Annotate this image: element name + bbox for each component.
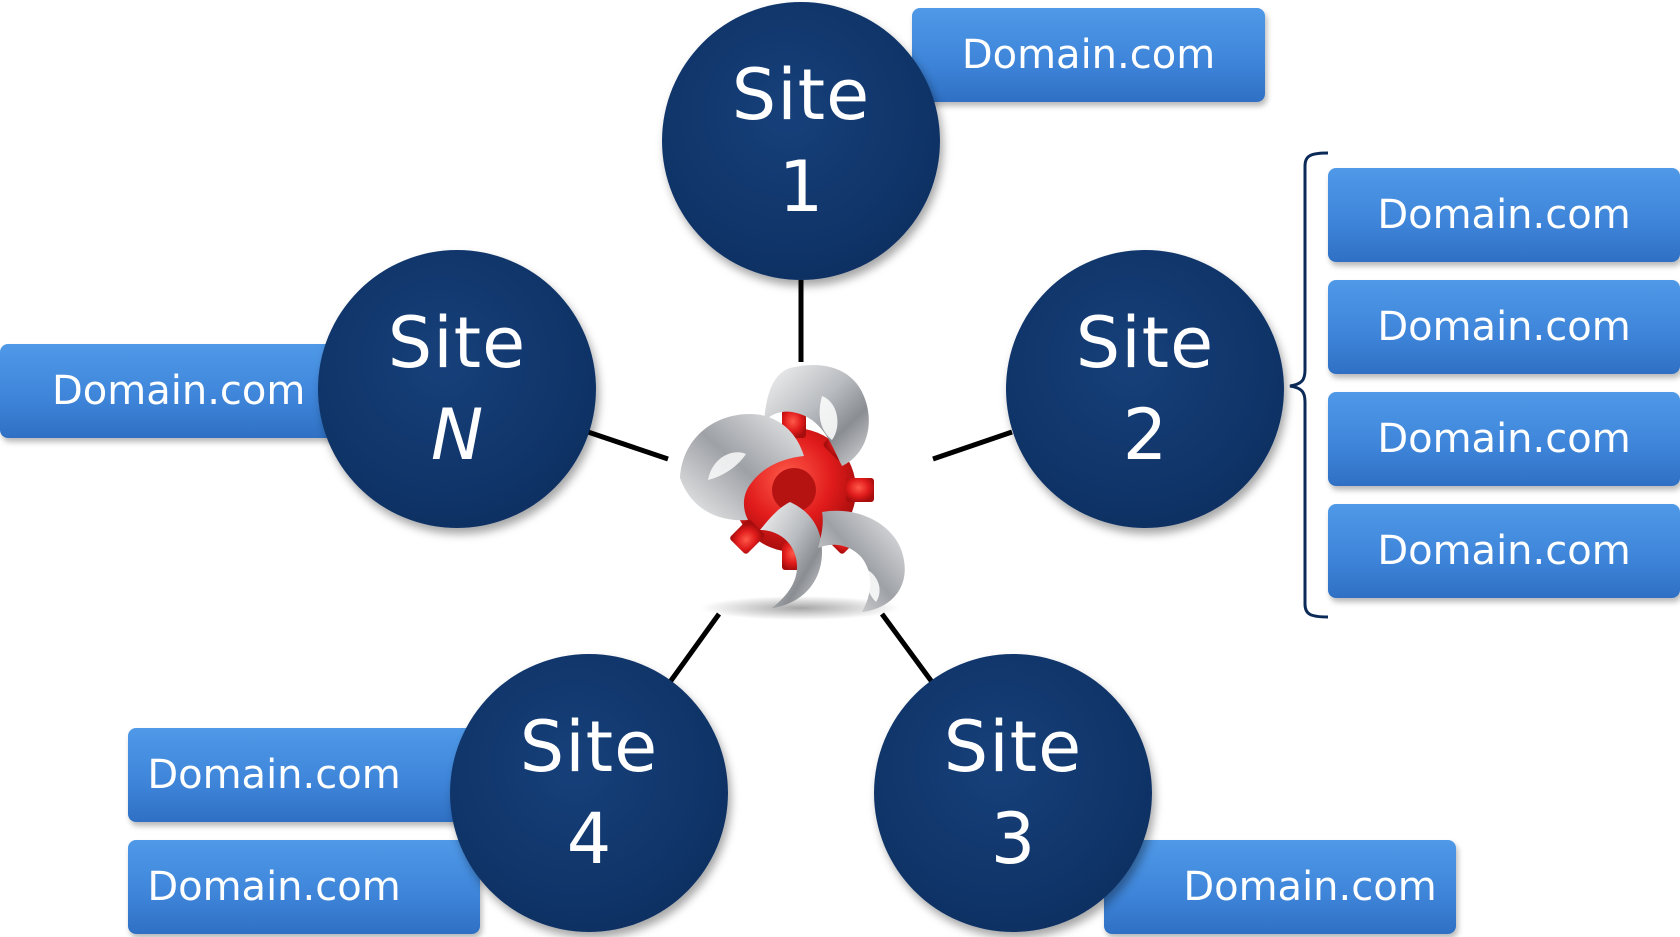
site-number: 1 (778, 146, 824, 228)
domain-label: Domain.com (1183, 864, 1437, 910)
red-gear-with-silver-ribbon-icon (680, 365, 905, 620)
site-2-node: Site 2 (1006, 250, 1284, 528)
site-number: 4 (566, 798, 612, 880)
site-1-domain-box: Domain.com (912, 8, 1265, 102)
site-label: Site (731, 54, 871, 136)
site-4-domain-box-1: Domain.com (128, 728, 480, 822)
site-3-node: Site 3 (874, 654, 1152, 932)
site-number: N (430, 394, 484, 476)
site-label: Site (943, 706, 1083, 788)
site-label: Site (1075, 302, 1215, 384)
domain-label: Domain.com (1377, 304, 1631, 350)
connector-site-3 (879, 612, 935, 684)
site-label: Site (519, 706, 659, 788)
site-number: 3 (990, 798, 1036, 880)
site-label: Site (387, 302, 527, 384)
site-2-domain-box-4: Domain.com (1328, 504, 1680, 598)
site-number: 2 (1122, 394, 1168, 476)
domain-label: Domain.com (1377, 192, 1631, 238)
site-2-domain-box-1: Domain.com (1328, 168, 1680, 262)
site-2-domain-box-2: Domain.com (1328, 280, 1680, 374)
domain-label: Domain.com (147, 864, 401, 910)
connector-site-4 (667, 612, 722, 684)
site-4-domain-box-2: Domain.com (128, 840, 480, 934)
domain-label: Domain.com (1377, 416, 1631, 462)
domain-group-bracket (1289, 151, 1329, 619)
site-1-node: Site 1 (662, 2, 940, 280)
site-2-domain-box-3: Domain.com (1328, 392, 1680, 486)
domain-label: Domain.com (961, 32, 1216, 78)
domain-label: Domain.com (52, 368, 306, 414)
domain-label: Domain.com (1377, 528, 1631, 574)
connector-site-n (587, 429, 669, 462)
site-4-node: Site 4 (450, 654, 728, 932)
site-n-node: Site N (318, 250, 596, 528)
domain-label: Domain.com (147, 752, 401, 798)
site-3-domain-box: Domain.com (1104, 840, 1456, 934)
connector-site-2 (932, 429, 1013, 462)
